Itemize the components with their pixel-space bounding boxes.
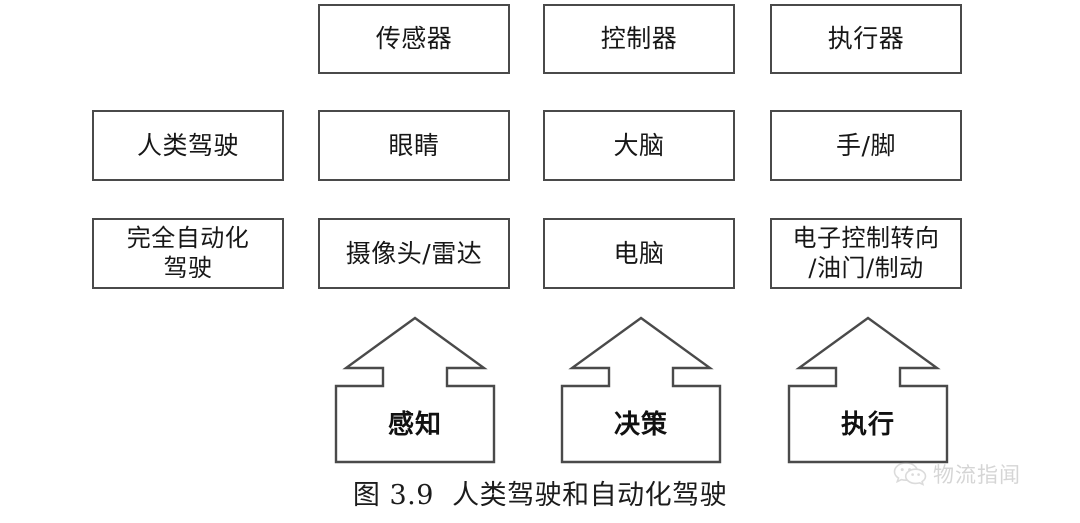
box-human-driving: 人类驾驶: [92, 110, 284, 181]
arrow-execution: 执行: [785, 314, 951, 466]
arrow-decision-label: 决策: [613, 410, 668, 440]
box-actuator-label: 执行器: [827, 24, 905, 54]
box-autonomous-driving: 完全自动化 驾驶: [92, 218, 284, 289]
box-human-brain-label: 大脑: [613, 130, 665, 160]
arrow-perception-shape: [334, 316, 496, 464]
box-human-hands-feet: 手/脚: [770, 110, 962, 181]
box-camera-radar: 摄像头/雷达: [318, 218, 510, 289]
figure-caption: 图 3.9 人类驾驶和自动化驾驶: [352, 480, 728, 511]
box-human-brain: 大脑: [543, 110, 735, 181]
watermark: 物流指闻: [893, 459, 1021, 489]
box-human-hands-feet-label: 手/脚: [836, 130, 896, 160]
box-camera-radar-label: 摄像头/雷达: [345, 238, 483, 268]
box-sensor-label: 传感器: [375, 24, 453, 54]
box-human-driving-label: 人类驾驶: [136, 130, 239, 160]
arrow-decision: 决策: [558, 314, 724, 466]
box-sensor: 传感器: [318, 4, 510, 74]
box-electronic-control: 电子控制转向 /油门/制动: [770, 218, 962, 289]
arrow-execution-shape: [787, 316, 949, 464]
box-computer: 电脑: [543, 218, 735, 289]
arrow-execution-label: 执行: [840, 410, 895, 440]
box-human-eyes: 眼睛: [318, 110, 510, 181]
box-controller: 控制器: [543, 4, 735, 74]
box-actuator: 执行器: [770, 4, 962, 74]
box-computer-label: 电脑: [613, 238, 665, 268]
arrow-decision-shape: [560, 316, 722, 464]
wechat-icon: [893, 461, 927, 487]
arrow-perception: 感知: [332, 314, 498, 466]
box-autonomous-driving-label: 完全自动化 驾驶: [126, 224, 250, 282]
box-electronic-control-label: 电子控制转向 /油门/制动: [792, 224, 940, 282]
box-human-eyes-label: 眼睛: [388, 130, 440, 160]
arrow-perception-label: 感知: [387, 410, 442, 440]
watermark-text: 物流指闻: [933, 463, 1021, 487]
box-controller-label: 控制器: [600, 24, 678, 54]
